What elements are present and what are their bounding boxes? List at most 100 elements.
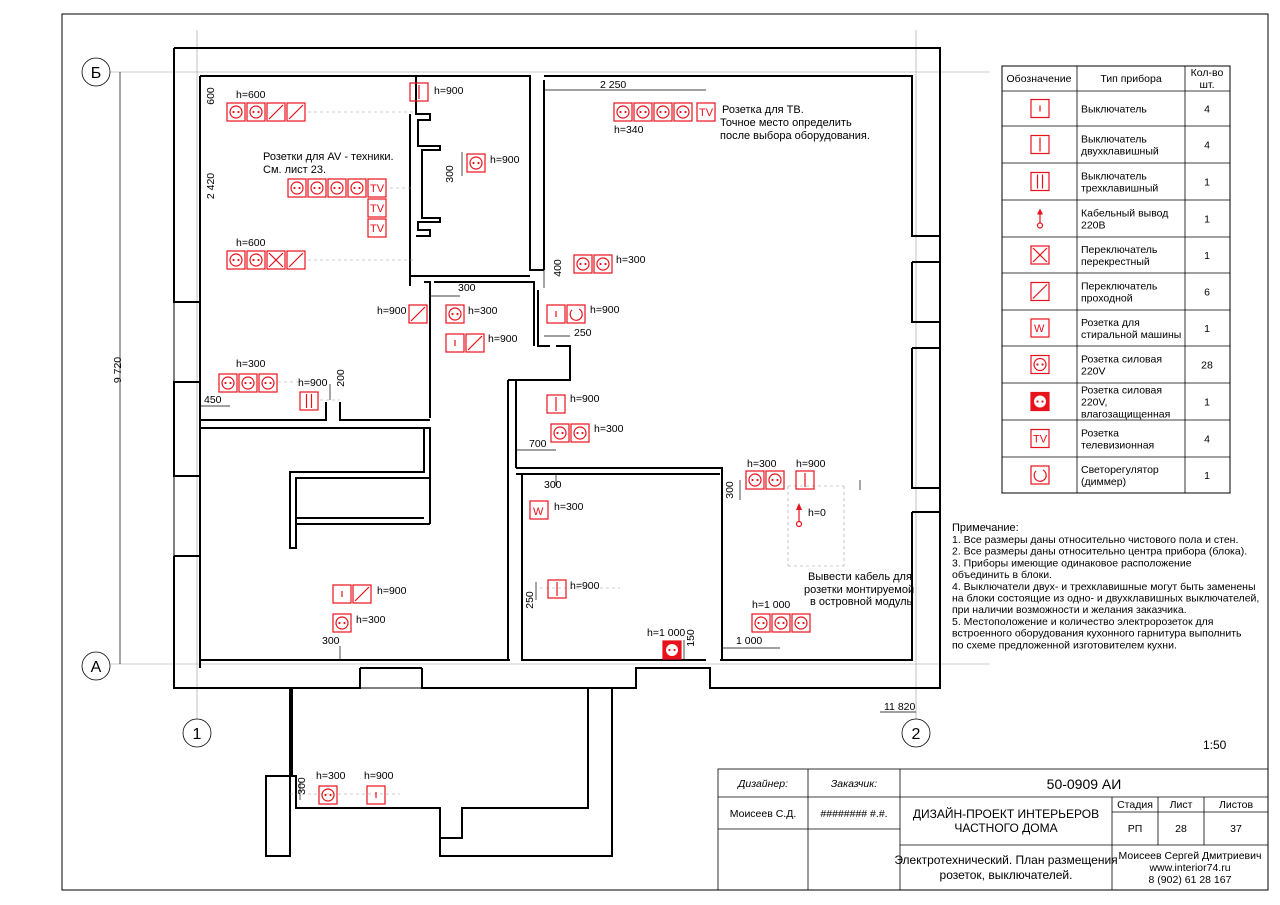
- height-label: h=300: [594, 423, 624, 435]
- height-label: h=300: [554, 501, 584, 513]
- dim-450: 450: [204, 394, 222, 406]
- cross-switch-icon: [266, 250, 286, 270]
- socket-icon: [347, 178, 367, 198]
- washer-label: W: [533, 506, 544, 518]
- socket-icon: [466, 153, 486, 173]
- legend-type-text: проходной: [1081, 293, 1133, 305]
- designer-name: Моисеев С.Д.: [730, 808, 797, 820]
- legend-qty: 1: [1204, 214, 1210, 226]
- socket-icon: [246, 250, 266, 270]
- note-line: 3. Приборы имеющие одинаковое расположен…: [952, 557, 1192, 569]
- dim-300: 300: [458, 282, 476, 294]
- height-label: h=900: [377, 585, 407, 597]
- height-label: h=900: [434, 85, 464, 97]
- height-label: h=600: [236, 89, 266, 101]
- waterproof-socket-icon: [673, 648, 676, 652]
- legend-type-text: Выключатель: [1081, 171, 1147, 183]
- legend-type-text: Переключатель: [1081, 244, 1158, 256]
- legend-type-text: Светорегулятор: [1081, 464, 1159, 476]
- leader-lines: [278, 111, 845, 795]
- note-line: объединить в блоки.: [952, 569, 1052, 581]
- socket-icon: [327, 178, 347, 198]
- tv-label: TV: [1033, 434, 1048, 446]
- dim-300: 300: [322, 635, 340, 647]
- dim-400: 400: [552, 259, 564, 277]
- stage-value: РП: [1128, 823, 1143, 835]
- legend-type-text: Кабельный вывод: [1081, 208, 1168, 220]
- note-line: 5. Местоположение и количество электроро…: [952, 616, 1213, 628]
- height-label: h=900: [490, 154, 520, 166]
- note-line: встроенного оборудования кухонного гарни…: [952, 628, 1242, 640]
- switch-1-icon: [445, 333, 465, 353]
- height-label: h=900: [364, 770, 394, 782]
- tv-label: TV: [370, 203, 385, 215]
- cable-note-line2: розетки монтируемой: [804, 584, 914, 596]
- scale-label: 1:50: [1203, 738, 1227, 752]
- height-label: h=900: [796, 458, 826, 470]
- sheets-value: 37: [1230, 823, 1242, 835]
- switch-1-icon: [332, 584, 352, 604]
- legend-qty: 4: [1204, 140, 1210, 152]
- svg-text:А: А: [91, 659, 102, 676]
- height-label: h=300: [616, 254, 646, 266]
- legend-type-text: телевизионная: [1081, 440, 1154, 452]
- dimension-lines: [119, 72, 916, 800]
- socket-icon: [332, 613, 352, 633]
- notes-lines: 1. Все размеры даны относительно чистово…: [952, 534, 1259, 651]
- socket-icon: [307, 178, 327, 198]
- socket-icon: [791, 613, 811, 633]
- dim-600: 600: [205, 87, 217, 105]
- legend-qty: 4: [1204, 104, 1210, 116]
- legend-type-text: Выключатель: [1081, 134, 1147, 146]
- legend-qty: 1: [1204, 177, 1210, 189]
- pass-switch-icon: [286, 250, 306, 270]
- customer-label: Заказчик:: [831, 778, 877, 790]
- legend-qty: 1: [1204, 250, 1210, 262]
- legend-type-text: стиральной машины: [1081, 329, 1181, 341]
- dim-300: 300: [444, 165, 456, 183]
- height-label: h=600: [236, 237, 266, 249]
- dim-300: 300: [724, 481, 736, 499]
- author-phone: 8 (902) 61 28 167: [1149, 874, 1232, 886]
- legend-type-text: Розетка силовая: [1081, 385, 1162, 397]
- legend-type-text: 220В: [1081, 220, 1106, 232]
- cable-outlet-icon: [795, 503, 803, 528]
- socket-icon: [673, 102, 693, 122]
- svg-text:2: 2: [912, 726, 921, 743]
- legend-header-symbol: Обозначение: [1007, 73, 1072, 85]
- switch-2-icon: [547, 579, 567, 599]
- socket-icon: [751, 613, 771, 633]
- socket-icon: [593, 254, 613, 274]
- legend-header-qty: Кол-во: [1191, 67, 1224, 79]
- notes-title: Примечание:: [952, 522, 1019, 534]
- pass-switch-icon: [286, 102, 306, 122]
- height-label: h=900: [590, 304, 620, 316]
- socket-icon: [745, 470, 765, 490]
- height-label: h=900: [570, 580, 600, 592]
- height-label: h=900: [377, 305, 407, 317]
- sheet-title-line1: Электротехнический. План размещения: [894, 853, 1117, 867]
- legend-qty: 4: [1204, 434, 1210, 446]
- waterproof-socket-icon: [666, 644, 678, 656]
- customer-name: ######## #.#.: [820, 808, 887, 820]
- washer-label: W: [1034, 323, 1045, 335]
- pass-switch-icon: [1030, 281, 1050, 302]
- legend-type-text: 220V,: [1081, 397, 1107, 409]
- height-label: h=300: [316, 770, 346, 782]
- axis-lines: [110, 30, 990, 720]
- tv-note-line2: Точное место определить: [720, 117, 852, 129]
- sheets-label: Листов: [1219, 799, 1254, 811]
- switch-1-icon: [1030, 98, 1050, 119]
- legend-type-text: трехклавишный: [1081, 183, 1158, 195]
- switch-1-icon: [546, 304, 566, 324]
- legend-row: Светорегулятор(диммер)1: [1030, 464, 1210, 488]
- dim-300: 300: [544, 479, 562, 491]
- legend-type-text: Розетка силовая: [1081, 354, 1162, 366]
